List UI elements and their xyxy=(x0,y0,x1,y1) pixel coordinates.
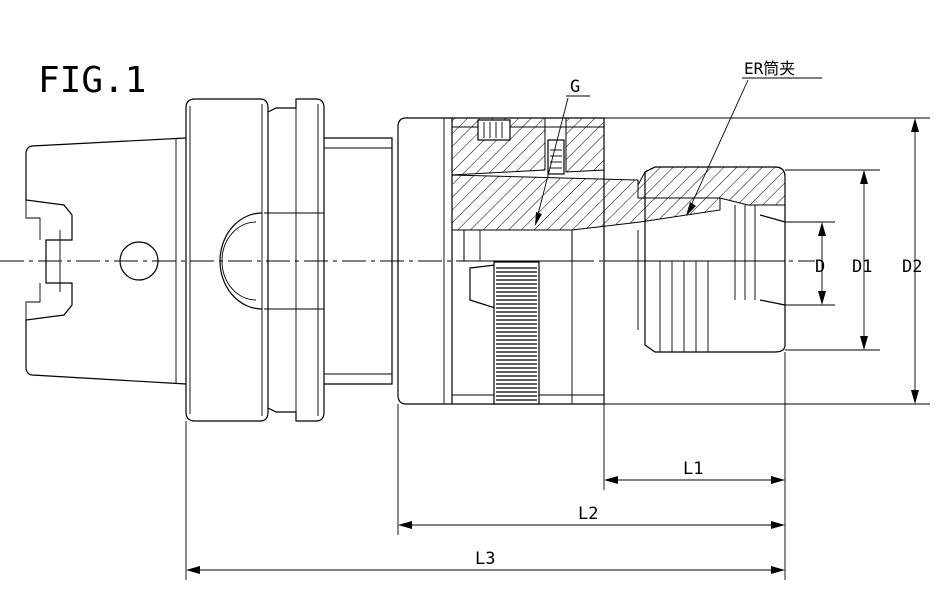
label-g: G xyxy=(570,77,580,97)
hatched-section xyxy=(451,117,721,262)
label-l1: L1 xyxy=(683,459,703,479)
label-er-collet: ER筒夹 xyxy=(744,59,795,78)
extension-lines xyxy=(185,117,930,580)
label-d: D xyxy=(815,257,825,277)
label-d1: D1 xyxy=(852,257,872,277)
label-l2: L2 xyxy=(578,504,598,524)
taper-shank xyxy=(25,137,187,385)
flange xyxy=(185,98,325,422)
dimension-d1 xyxy=(860,170,868,350)
leader-g xyxy=(535,95,590,226)
dimension-l1 xyxy=(604,476,785,484)
label-l3: L3 xyxy=(475,549,495,569)
dimension-d2 xyxy=(911,118,919,404)
g-screw xyxy=(547,139,565,175)
dimension-l2 xyxy=(398,521,785,529)
cross-hole xyxy=(119,241,159,281)
figure-title: FIG.1 xyxy=(38,60,146,101)
er-collet-nut xyxy=(604,166,786,353)
set-screw xyxy=(477,119,511,141)
label-d2: D2 xyxy=(902,257,922,277)
dimension-d xyxy=(818,222,826,305)
knurled-nut xyxy=(469,261,540,405)
dimension-l3 xyxy=(186,566,785,574)
leader-er-collet xyxy=(686,77,822,216)
neck xyxy=(324,137,393,385)
